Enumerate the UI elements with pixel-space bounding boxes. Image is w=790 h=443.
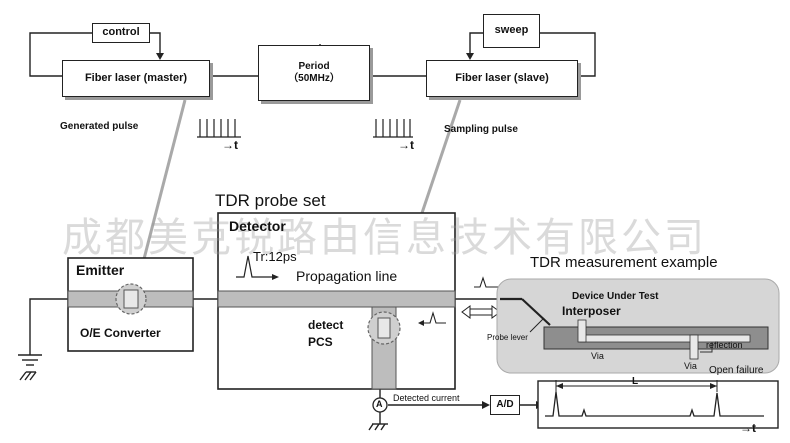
- tdr-example-title: TDR measurement example: [530, 254, 718, 271]
- ad-converter-box: A/D: [490, 395, 520, 415]
- detector-label: Detector: [229, 218, 286, 234]
- length-label: L: [632, 376, 639, 387]
- detect-label: detect: [308, 318, 344, 332]
- period-label: Period: [298, 60, 330, 72]
- watermark-text: 成都美克锐路由信息技术有限公司: [62, 215, 707, 261]
- tdr-probe-set-title: TDR probe set: [215, 191, 326, 210]
- generated-pulse-label: Generated pulse: [60, 121, 139, 132]
- time-axis-label-waveform: →t: [740, 421, 756, 435]
- oe-converter-label: O/E Converter: [80, 326, 161, 340]
- device-under-test-label: Device Under Test: [572, 291, 659, 302]
- period-box: Period （50MHz）: [258, 45, 370, 101]
- ammeter-symbol: A: [376, 399, 383, 409]
- via-label-1: Via: [591, 351, 604, 361]
- via-label-2: Via: [684, 361, 697, 371]
- time-axis-label-generated: →t: [222, 138, 238, 152]
- fiber-laser-slave-box: Fiber laser (slave): [426, 60, 578, 97]
- control-box: control: [92, 23, 150, 43]
- fiber-laser-master-box: Fiber laser (master): [62, 60, 210, 97]
- probe-lever-label: Probe lever: [487, 333, 528, 342]
- propagation-line-label: Propagation line: [296, 268, 398, 284]
- open-failure-label: Open failure: [709, 365, 764, 376]
- reflection-label: reflection: [706, 340, 743, 350]
- pcs-label: PCS: [308, 335, 333, 349]
- emitter-label: Emitter: [76, 262, 125, 278]
- rise-time-label: Tr:12ps: [253, 249, 297, 264]
- detected-current-label: Detected current: [393, 393, 460, 403]
- sampling-pulse-label: Sampling pulse: [444, 124, 518, 135]
- period-frequency: （50MHz）: [288, 73, 340, 84]
- sweep-box: sweep: [483, 14, 540, 48]
- interposer-label: Interposer: [562, 304, 621, 318]
- time-axis-label-sampling: →t: [398, 138, 414, 152]
